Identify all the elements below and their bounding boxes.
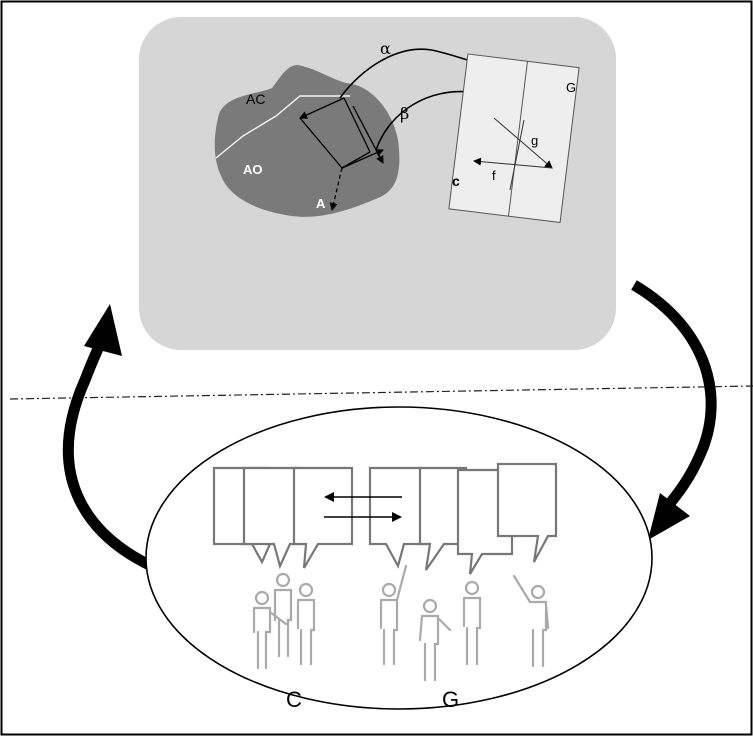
- label-g-lower: g: [531, 133, 538, 148]
- label-beta: β: [400, 104, 409, 123]
- right-cycle-arrowhead: [648, 493, 690, 540]
- group-g-label: G: [442, 687, 459, 712]
- right-cycle-arrow: [631, 280, 717, 512]
- people-group-c: [252, 572, 316, 670]
- speech-bubbles-g: [368, 462, 558, 575]
- label-g-upper: G: [566, 80, 576, 95]
- label-a: A: [316, 196, 326, 211]
- label-ao: AO: [243, 162, 263, 177]
- left-cycle-arrow: [62, 333, 163, 576]
- left-cycle-arrowhead: [84, 304, 122, 356]
- label-f-lower: f: [492, 168, 496, 183]
- vector-frame: [299, 97, 384, 211]
- boundary-line: [215, 95, 350, 159]
- region-shape: [214, 65, 400, 217]
- speech-bubbles-c: [212, 466, 354, 570]
- label-c-lower: c: [452, 173, 460, 189]
- people-group-g: [379, 564, 550, 682]
- graph-card: [448, 53, 580, 224]
- card-vectors: [473, 117, 553, 191]
- separator-line: [9, 385, 753, 400]
- label-alpha: α: [380, 39, 391, 58]
- label-ac: AC: [246, 91, 265, 107]
- group-c-label: C: [286, 687, 302, 712]
